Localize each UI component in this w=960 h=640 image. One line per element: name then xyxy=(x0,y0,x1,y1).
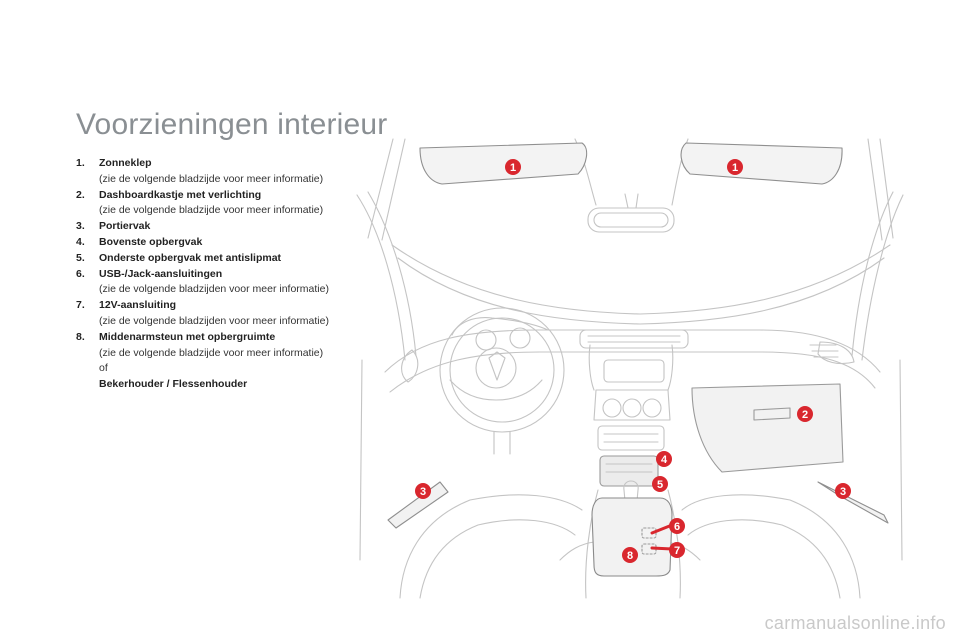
item-label: Portiervak xyxy=(99,220,151,233)
armrest xyxy=(591,497,673,577)
marker-3-left: 3 xyxy=(415,483,431,499)
list-item: 4. Bovenste opbergvak xyxy=(76,235,346,251)
svg-text:3: 3 xyxy=(840,486,846,498)
item-number: 7. xyxy=(76,299,85,312)
list-item: 3. Portiervak xyxy=(76,219,346,235)
svg-text:1: 1 xyxy=(732,162,738,174)
marker-3-right: 3 xyxy=(835,483,851,499)
svg-text:4: 4 xyxy=(661,454,668,466)
alt-label: Bekerhouder / Flessenhouder xyxy=(99,378,248,391)
list-item: 1. Zonneklep (zie de volgende bladzijde … xyxy=(76,156,346,188)
item-number: 2. xyxy=(76,188,85,201)
dashboard xyxy=(384,329,881,393)
steering-wheel xyxy=(439,307,565,455)
item-number: 4. xyxy=(76,235,85,248)
item-number: 6. xyxy=(76,267,85,280)
marker-7: 7 xyxy=(669,542,685,558)
item-number: 1. xyxy=(76,157,85,169)
marker-1-right: 1 xyxy=(727,159,743,175)
list-item: 8. Middenarmsteun met opbergruimte (zie … xyxy=(76,330,346,393)
item-label: USB-/Jack-aansluitingen xyxy=(99,267,223,280)
list-item: 2. Dashboardkastje met verlichting (zie … xyxy=(76,188,346,220)
item-number: 8. xyxy=(76,330,85,343)
svg-text:1: 1 xyxy=(510,162,516,174)
item-description: (zie de volgende bladzijden voor meer in… xyxy=(99,283,329,296)
item-label: Onderste opbergvak met antislipmat xyxy=(99,251,282,264)
page-title: Voorzieningen interieur xyxy=(76,108,388,142)
item-description: (zie de volgende bladzijde voor meer inf… xyxy=(99,346,324,359)
pillars xyxy=(356,191,904,561)
item-description: (zie de volgende bladzijden voor meer in… xyxy=(99,314,329,327)
item-label: Dashboardkastje met verlichting xyxy=(99,188,262,201)
sun-visor-left xyxy=(419,142,588,185)
door-pocket-right xyxy=(817,481,889,524)
list-item: 7. 12V-aansluiting (zie de volgende blad… xyxy=(76,298,346,330)
marker-2: 2 xyxy=(797,406,813,422)
glovebox xyxy=(691,383,844,473)
svg-text:7: 7 xyxy=(674,545,680,557)
marker-1-left: 1 xyxy=(505,159,521,175)
callout-lines xyxy=(650,523,674,551)
item-label: 12V-aansluiting xyxy=(99,299,177,312)
rear-view-mirror xyxy=(587,193,675,233)
svg-text:5: 5 xyxy=(657,479,663,491)
svg-text:2: 2 xyxy=(802,409,808,421)
item-description: (zie de volgende bladzijde voor meer inf… xyxy=(99,204,324,217)
svg-text:6: 6 xyxy=(674,521,680,533)
center-console xyxy=(585,389,681,599)
feature-list: 1. Zonneklep (zie de volgende bladzijde … xyxy=(76,156,346,393)
item-number: 3. xyxy=(76,220,85,233)
item-number: 5. xyxy=(76,251,85,264)
marker-4: 4 xyxy=(656,451,672,467)
marker-6: 6 xyxy=(669,518,685,534)
item-description: (zie de volgende bladzijde voor meer inf… xyxy=(99,172,324,185)
or-text: of xyxy=(99,362,108,375)
marker-5: 5 xyxy=(652,476,668,492)
list-item: 5. Onderste opbergvak met antislipmat xyxy=(76,251,346,267)
svg-text:3: 3 xyxy=(420,486,426,498)
item-label: Zonneklep xyxy=(99,157,152,169)
sun-visor-right xyxy=(680,142,843,185)
list-item: 6. USB-/Jack-aansluitingen (zie de volge… xyxy=(76,267,346,299)
svg-text:8: 8 xyxy=(627,550,633,562)
car-interior-illustration: 1 1 2 3 3 4 5 6 7 8 xyxy=(356,138,904,599)
glovebox-handle xyxy=(753,407,791,421)
item-label: Middenarmsteun met opbergruimte xyxy=(99,330,276,343)
watermark: carmanualsonline.info xyxy=(764,613,946,633)
item-label: Bovenste opbergvak xyxy=(99,235,203,248)
marker-8: 8 xyxy=(622,547,638,563)
